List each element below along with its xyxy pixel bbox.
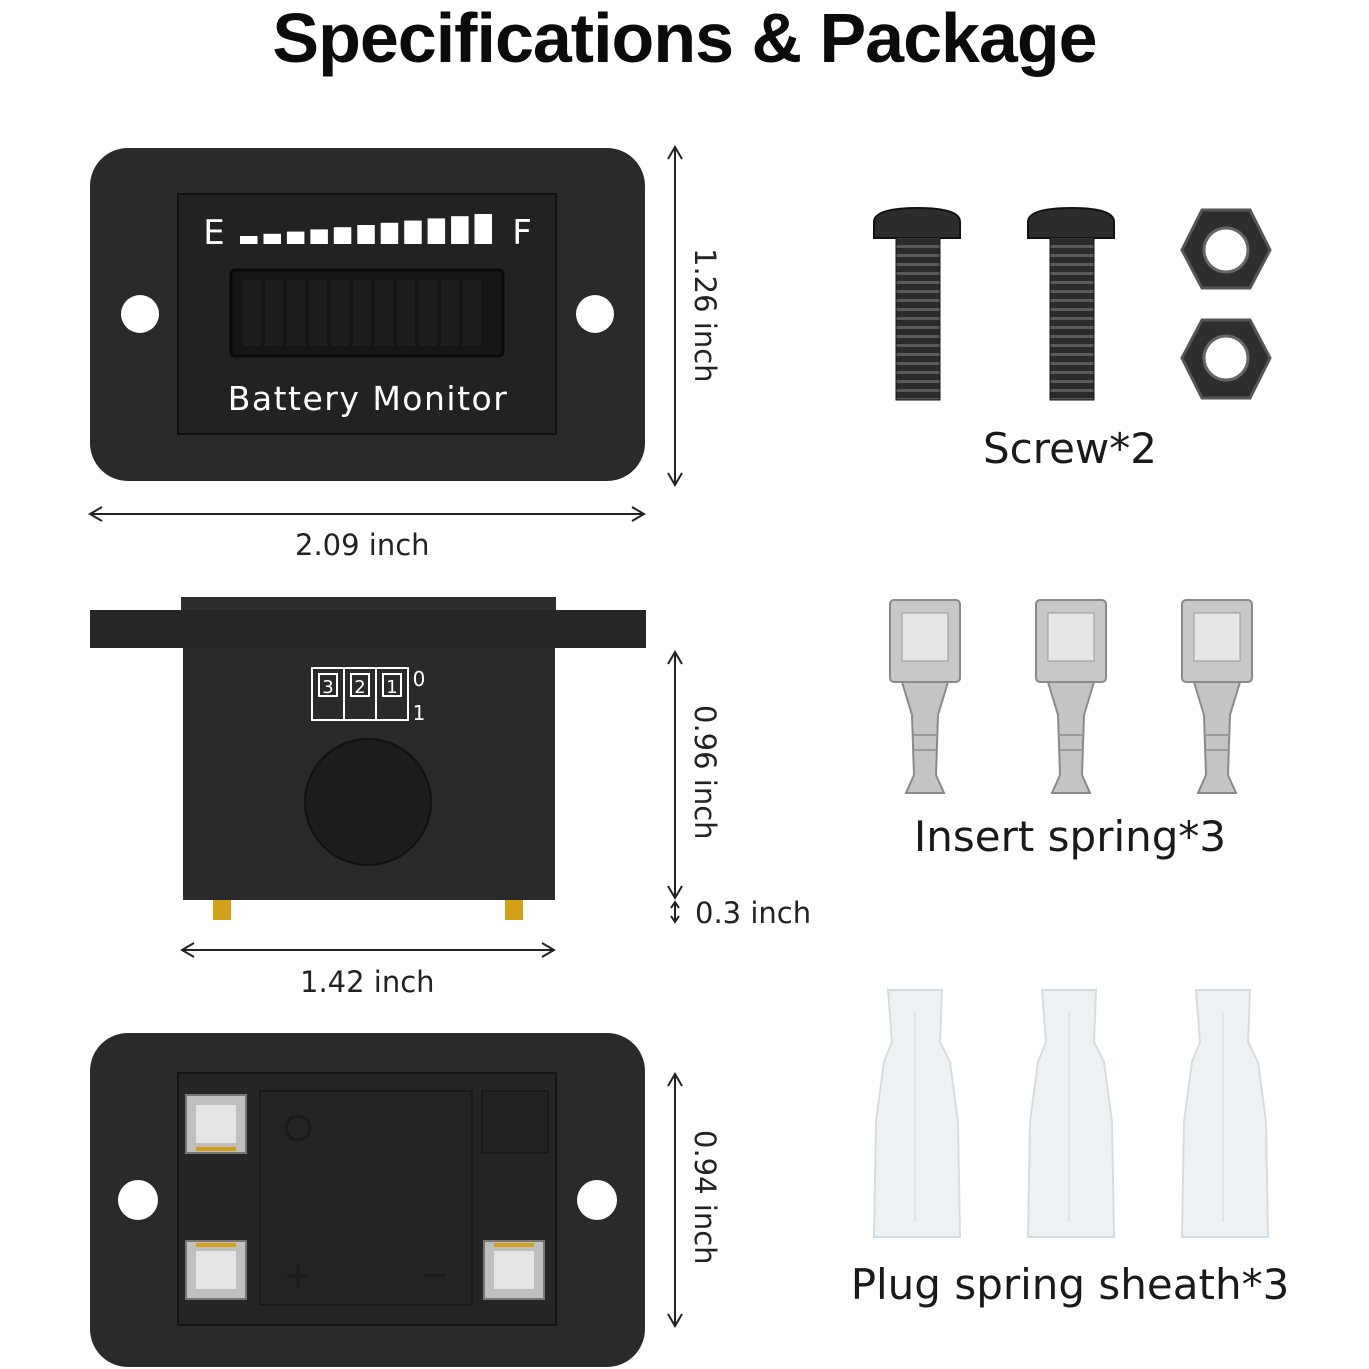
svg-text:+: + bbox=[283, 1255, 313, 1296]
meter-side-view: 3 2 1 0 1 bbox=[90, 597, 646, 920]
pin-length-label: 0.3 inch bbox=[695, 896, 812, 930]
plug-sheath-3 bbox=[1180, 989, 1270, 1238]
charge-segment bbox=[404, 220, 422, 244]
dip-position-1: 1 bbox=[386, 677, 397, 698]
plug-sheaths-caption: Plug spring sheath*3 bbox=[850, 1260, 1290, 1309]
side-round-port bbox=[304, 738, 432, 866]
charge-segment bbox=[310, 229, 328, 244]
mounting-hole-right bbox=[576, 295, 614, 333]
back-mounting-hole-left bbox=[118, 1180, 158, 1220]
side-flange bbox=[90, 610, 646, 648]
back-height-arrow bbox=[667, 1072, 683, 1328]
terminal-screw-bottom-left bbox=[185, 1240, 247, 1300]
screws-and-nuts-illustration bbox=[873, 206, 1272, 401]
charge-segment bbox=[263, 233, 281, 244]
charge-segment bbox=[427, 218, 446, 244]
charge-segment bbox=[333, 227, 352, 244]
terminal-pin-right bbox=[505, 900, 523, 920]
insert-spring-1 bbox=[889, 599, 961, 794]
terminal-screw-top-left bbox=[185, 1094, 247, 1154]
insert-spring-3 bbox=[1181, 599, 1253, 794]
screws-caption: Screw*2 bbox=[982, 424, 1157, 473]
charge-segment bbox=[451, 216, 469, 244]
label-empty: E bbox=[203, 213, 224, 253]
dip-state-off: 0 bbox=[413, 667, 426, 691]
front-height-label: 1.26 inch bbox=[688, 248, 722, 383]
insert-spring-2 bbox=[1035, 599, 1107, 794]
back-mounting-hole-right bbox=[577, 1180, 617, 1220]
plug-sheath-1 bbox=[872, 989, 962, 1238]
charge-level-segments bbox=[240, 214, 492, 244]
meter-name-label: Battery Monitor bbox=[228, 379, 509, 418]
dip-position-2: 2 bbox=[354, 677, 365, 698]
charge-segment bbox=[474, 214, 492, 244]
screw-2 bbox=[1027, 206, 1115, 401]
screw-1 bbox=[873, 206, 961, 401]
charge-segment bbox=[286, 231, 305, 244]
side-width-label: 1.42 inch bbox=[300, 965, 435, 999]
insert-springs-caption: Insert spring*3 bbox=[913, 812, 1227, 861]
mounting-hole-left bbox=[121, 295, 159, 333]
front-width-arrow bbox=[88, 506, 646, 522]
back-height-label: 0.94 inch bbox=[688, 1130, 722, 1265]
side-height-label: 0.96 inch bbox=[688, 705, 722, 840]
plug-sheath-2 bbox=[1026, 989, 1116, 1238]
meter-back-view: + − bbox=[90, 1033, 645, 1367]
page-title: Specifications & Package bbox=[272, 0, 1097, 77]
label-full: F bbox=[512, 213, 532, 253]
hex-nut-1 bbox=[1180, 208, 1272, 290]
charge-segment bbox=[240, 236, 258, 244]
plug-sheaths-illustration bbox=[872, 989, 1270, 1238]
terminal-pin-left bbox=[213, 900, 231, 920]
dip-state-on: 1 bbox=[413, 701, 426, 725]
charge-segment bbox=[357, 225, 375, 244]
insert-springs-illustration bbox=[889, 599, 1253, 794]
dip-position-3: 3 bbox=[322, 677, 333, 698]
meter-front-view: E F Battery Monitor bbox=[90, 148, 645, 481]
hex-nut-2 bbox=[1180, 318, 1272, 400]
front-width-label: 2.09 inch bbox=[295, 528, 430, 562]
side-width-arrow bbox=[180, 942, 556, 958]
lcd-ghost-bars bbox=[243, 280, 481, 346]
front-height-arrow bbox=[667, 145, 683, 487]
svg-text:−: − bbox=[420, 1255, 450, 1296]
charge-segment bbox=[380, 222, 399, 244]
terminal-screw-bottom-right bbox=[483, 1240, 545, 1300]
side-height-arrow bbox=[667, 650, 683, 924]
dip-switch bbox=[311, 667, 409, 721]
